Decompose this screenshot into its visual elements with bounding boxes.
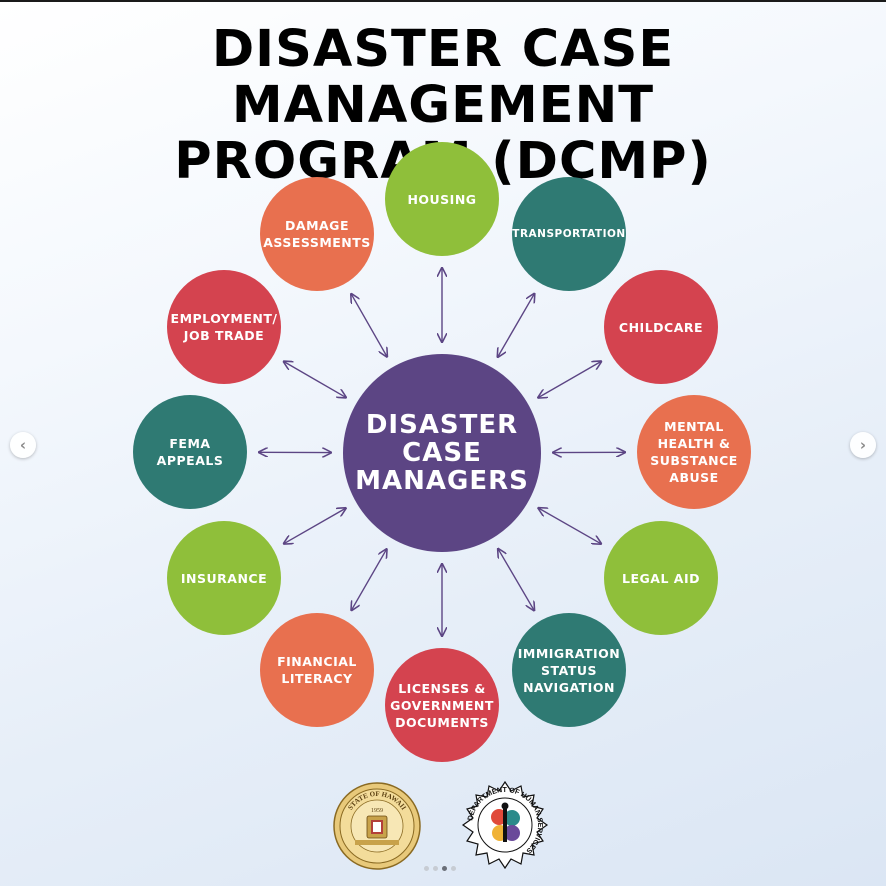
department-of-human-services-logo: DEPARTMENT OF HUMAN SERVICES: [460, 780, 550, 870]
node-mental-health: MENTAL HEALTH & SUBSTANCE ABUSE: [637, 395, 751, 509]
arrow-childcare: [538, 361, 601, 397]
node-childcare: CHILDCARE: [604, 270, 718, 384]
top-border: [0, 0, 886, 2]
node-housing: HOUSING: [385, 142, 499, 256]
chevron-right-icon: ›: [859, 436, 867, 454]
arrow-immigration: [498, 549, 534, 611]
node-financial-literacy: FINANCIAL LITERACY: [260, 613, 374, 727]
node-transportation: TRANSPORTATION: [512, 177, 626, 291]
node-fema-appeals: FEMA APPEALS: [133, 395, 247, 509]
state-of-hawaii-seal-logo: STATE OF HAWAII 1959: [333, 782, 421, 870]
node-employment: EMPLOYMENT/ JOB TRADE: [167, 270, 281, 384]
node-licenses: LICENSES & GOVERNMENT DOCUMENTS: [385, 648, 499, 762]
chevron-left-icon: ‹: [19, 436, 27, 454]
node-legal-aid: LEGAL AID: [604, 521, 718, 635]
arrow-transportation: [498, 294, 535, 357]
seal-year: 1959: [371, 808, 383, 814]
arrow-damage-assessments: [351, 294, 387, 357]
carousel-dot[interactable]: [433, 866, 438, 871]
node-insurance: INSURANCE: [167, 521, 281, 635]
page-title: DISASTER CASE MANAGEMENT PROGRAM (DCMP): [0, 22, 886, 190]
node-damage-assessments: DAMAGE ASSESSMENTS: [260, 177, 374, 291]
arrow-financial-literacy: [351, 549, 386, 610]
carousel-dots: [424, 866, 456, 871]
node-immigration: IMMIGRATION STATUS NAVIGATION: [512, 613, 626, 727]
arrow-insurance: [284, 508, 346, 543]
carousel-dot-active[interactable]: [442, 866, 447, 871]
carousel-next-button[interactable]: ›: [850, 432, 876, 458]
carousel-dot[interactable]: [424, 866, 429, 871]
title-line-1: DISASTER CASE MANAGEMENT: [211, 20, 675, 135]
carousel-dot[interactable]: [451, 866, 456, 871]
carousel-prev-button[interactable]: ‹: [10, 432, 36, 458]
arrow-employment: [284, 362, 346, 398]
center-hub: DISASTER CASE MANAGERS: [343, 354, 541, 552]
arrow-legal-aid: [538, 508, 601, 544]
